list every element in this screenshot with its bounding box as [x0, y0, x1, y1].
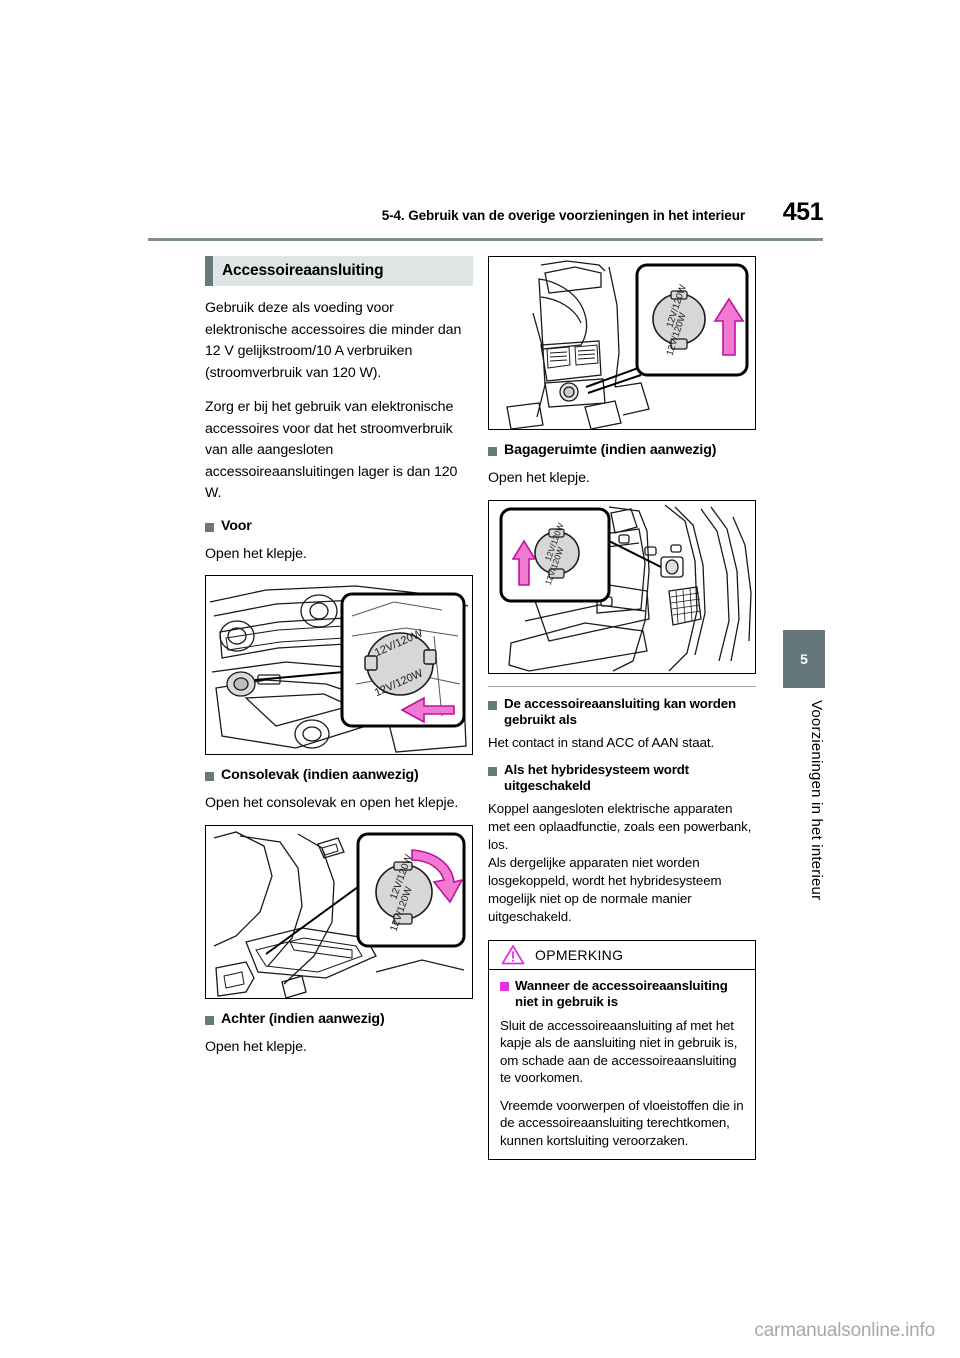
chapter-tab-label: Voorzieningen in het interieur: [808, 700, 825, 901]
paragraph-consolevak-open: Open het consolevak en open het klepje.: [205, 795, 459, 811]
figure-rear-seat-socket: 12V/120W 12V/120W: [488, 256, 756, 430]
square-bullet-icon: [488, 447, 497, 456]
paragraph-bagageruimte-open: Open het klepje.: [488, 470, 590, 486]
luggage-illustration: 12V/120W 12V/120W: [489, 500, 755, 673]
paragraph-voor-open-flap: Open het klepje.: [205, 545, 307, 562]
notice-paragraph-1: Sluit de accessoireaansluiting af met he…: [500, 1017, 738, 1086]
notice-header: OPMERKING: [489, 941, 755, 970]
figure-luggage-socket: 12V/120W 12V/120W: [488, 499, 756, 674]
notice-heading-label: OPMERKING: [535, 946, 624, 963]
direction-arrow-icon: [713, 297, 745, 356]
subheading-kan-worden-label: De accessoireaansluiting kan worden gebr…: [504, 695, 736, 727]
subheading-achter-label: Achter (indien aanwezig): [221, 1010, 385, 1027]
page-header: 5-4. Gebruik van de overige voorzieninge…: [148, 198, 824, 242]
subheading-consolevak-label: Consolevak (indien aanwezig): [221, 767, 419, 783]
subheading-consolevak: Consolevak (indien aanwezig): [205, 767, 473, 784]
warning-triangle-icon: [501, 945, 525, 965]
header-title: 5-4. Gebruik van de overige voorzieninge…: [381, 208, 745, 223]
figure-front-dashboard-socket: 12V/120W 12V/120W: [205, 575, 473, 755]
square-bullet-icon: [488, 766, 497, 776]
subheading-bagageruimte: Bagageruimte (indien aanwezig): [488, 442, 756, 459]
left-column: Accessoireaansluiting Gebruik deze als v…: [205, 256, 473, 1071]
paragraph-hybride-2: Als dergelijke apparaten niet worden los…: [488, 854, 722, 924]
front-dashboard-illustration: 12V/120W 12V/120W: [206, 576, 472, 754]
section-heading-accessoireaansluiting: Accessoireaansluiting: [205, 256, 473, 286]
paragraph-achter-open-flap: Open het klepje.: [205, 1038, 307, 1055]
paragraph-total-consumption: Zorg er bij het gebruik van elektronisch…: [205, 399, 458, 501]
direction-arrow-icon: [511, 538, 537, 586]
square-bullet-icon: [205, 1015, 214, 1025]
subheading-voor: Voor: [205, 518, 473, 535]
site-watermark: carmanualsonline.info: [754, 1320, 935, 1341]
console-illustration: 12V/120W 12V/120W: [206, 825, 472, 998]
subheading-hybridesysteem-label: Als het hybridesysteem wordt uitgeschake…: [504, 761, 689, 793]
header-divider: [148, 238, 823, 241]
square-bullet-icon: [500, 981, 509, 991]
right-column: 12V/120W 12V/120W Bagageruimte (indien a…: [488, 256, 756, 1160]
section-heading-title: Accessoireaansluiting: [222, 262, 384, 279]
paragraph-acc-aan: Het contact in stand ACC of AAN staat.: [488, 734, 715, 750]
subheading-hybridesysteem: Als het hybridesysteem wordt uitgeschake…: [488, 762, 756, 794]
page-number: 451: [782, 198, 824, 226]
subheading-kan-worden-gebruikt: De accessoireaansluiting kan worden gebr…: [488, 696, 756, 728]
paragraph-hybride-1: Koppel aangesloten elektrische apparaten…: [488, 800, 752, 852]
notice-body: Wanneer de accessoireaansluiting niet in…: [489, 970, 755, 1160]
direction-arrow-icon: [400, 696, 455, 724]
paragraph-power-rating: Gebruik deze als voeding voor elektronis…: [205, 300, 462, 381]
section-divider: [488, 685, 756, 687]
square-bullet-icon: [205, 772, 214, 781]
notice-paragraph-2: Vreemde voorwerpen of vloeistoffen die i…: [500, 1097, 744, 1148]
subheading-voor-label: Voor: [221, 517, 252, 534]
notice-subheading: Wanneer de accessoireaansluiting niet in…: [500, 978, 744, 1010]
subheading-achter: Achter (indien aanwezig): [205, 1011, 473, 1028]
section-heading-accent: [205, 256, 213, 286]
notice-subheading-label: Wanneer de accessoireaansluiting niet in…: [515, 977, 728, 1009]
notice-box: OPMERKING Wanneer de accessoireaansluiti…: [488, 939, 756, 1160]
chapter-tab-number: 5: [800, 651, 808, 667]
square-bullet-icon: [488, 700, 497, 710]
figure-console-socket: 12V/120W 12V/120W: [205, 824, 473, 999]
chapter-tab: 5: [783, 630, 825, 688]
subheading-bagageruimte-label: Bagageruimte (indien aanwezig): [504, 442, 717, 458]
direction-arrow-icon: [411, 848, 464, 903]
square-bullet-icon: [205, 522, 214, 532]
rear-seat-illustration: 12V/120W 12V/120W: [489, 257, 755, 429]
